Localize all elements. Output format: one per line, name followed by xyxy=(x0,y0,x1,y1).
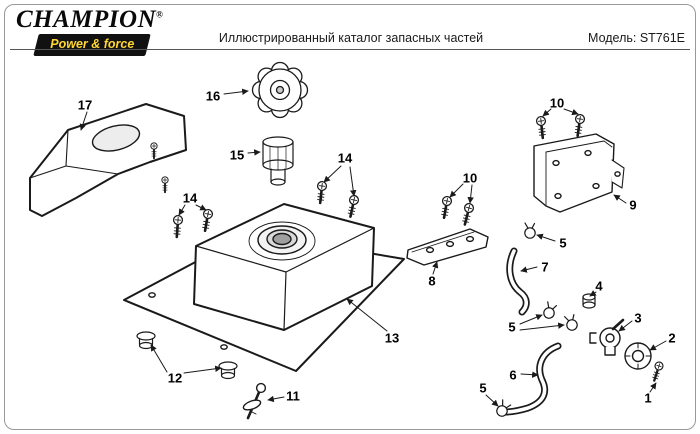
header-divider xyxy=(10,49,690,50)
drain-bolt xyxy=(242,382,267,420)
bracket-bolt xyxy=(459,201,476,227)
rubber-grommet xyxy=(136,331,156,350)
fuel-hose-upper xyxy=(506,247,530,316)
logo-wordmark: CHAMPION® xyxy=(16,7,196,32)
leader-lines xyxy=(79,88,667,407)
model-label: Модель: ST761E xyxy=(588,31,685,45)
fuel-cap xyxy=(251,61,309,119)
mount-bracket-large xyxy=(533,133,625,213)
hose-clamp xyxy=(524,222,536,239)
fuel-tank-body xyxy=(193,203,375,331)
logo-text: CHAMPION xyxy=(16,6,157,33)
bushing xyxy=(582,293,596,309)
cover-screw xyxy=(160,175,170,194)
tank-bolt xyxy=(314,179,329,205)
rubber-grommet xyxy=(218,361,238,380)
valve-knob xyxy=(624,342,652,370)
bracket-bolt xyxy=(571,112,587,138)
fuel-valve xyxy=(589,318,625,356)
page-title: Иллюстрированный каталог запасных частей xyxy=(218,31,484,45)
tank-bolt xyxy=(344,193,361,219)
bracket-bolt xyxy=(534,114,549,140)
hose-clamp xyxy=(541,301,559,321)
tank-bolt xyxy=(199,207,215,233)
fuel-hose-lower xyxy=(501,342,562,416)
champion-logo: CHAMPION® Power & force xyxy=(16,7,196,56)
mount-bracket-small xyxy=(406,228,489,266)
hose-clamp xyxy=(563,313,580,333)
engine-cover xyxy=(29,103,187,217)
bracket-bolt xyxy=(438,194,454,220)
tank-bolt xyxy=(171,214,184,239)
fuel-filter xyxy=(262,136,294,186)
registered-mark: ® xyxy=(156,9,164,20)
valve-bolt xyxy=(649,359,666,383)
